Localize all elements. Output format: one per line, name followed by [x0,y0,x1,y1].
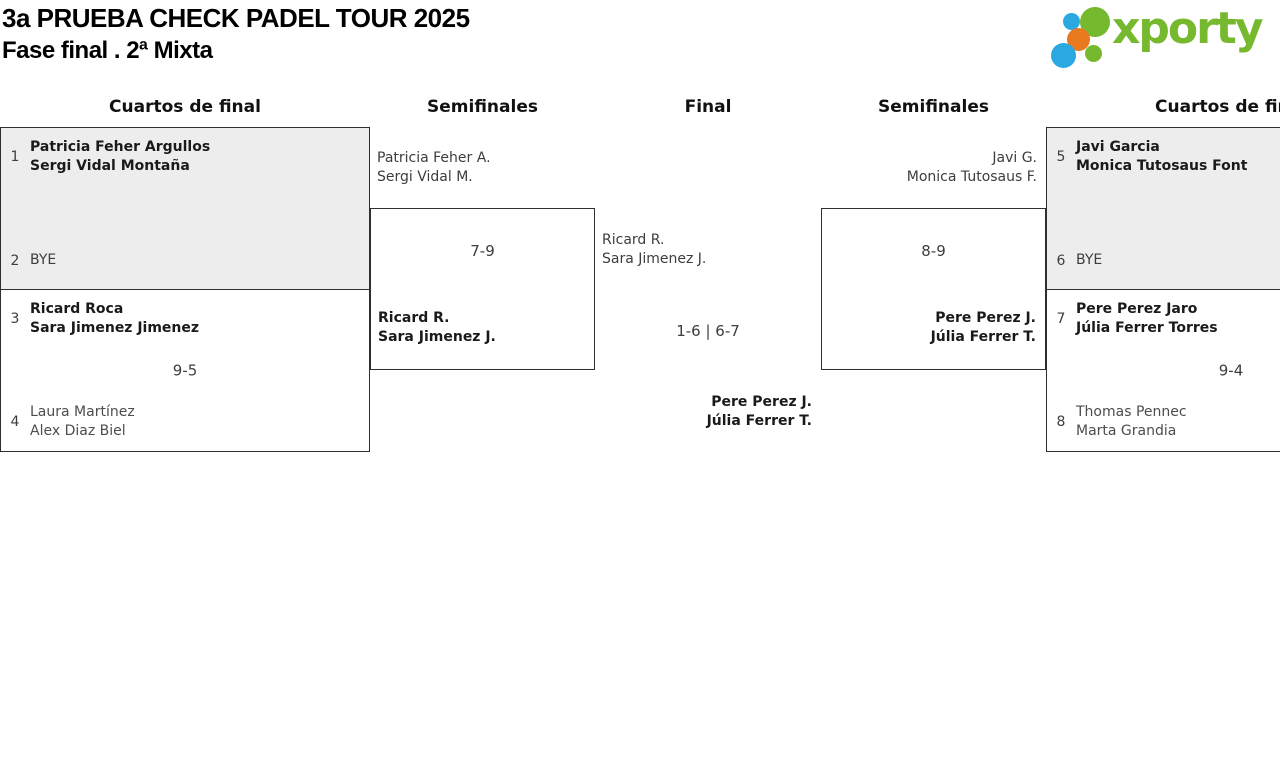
tournament-title: 3a PRUEBA CHECK PADEL TOUR 2025 [2,3,470,33]
match-box-qf2[interactable]: 3 Ricard Roca Sara Jimenez Jimenez 9-5 4… [0,289,370,452]
final-score: 1-6 | 6-7 [676,322,740,340]
match-score: 9-4 [1218,361,1244,379]
sf1-top-team: Patricia Feher A. Sergi Vidal M. [377,149,491,187]
player-name: Patricia Feher Argullos [30,139,211,155]
team-names: Ricard Roca Sara Jimenez Jimenez [30,300,199,338]
team-row: 4 Laura Martínez Alex Diaz Biel [8,403,360,441]
round-header-semifinals-right: Semifinales [878,97,989,117]
final-team-left: Ricard R. Sara Jimenez J. [602,231,706,269]
player-name: Sergi Vidal Montaña [30,158,190,174]
team-names: BYE [30,251,56,270]
team-row: 6 BYE [1054,251,1280,270]
team-row: 2 BYE [8,251,360,270]
match-box-sf1[interactable]: 7-9 Ricard R. Sara Jimenez J. [370,208,595,370]
xporty-logo[interactable]: xporty [1046,0,1280,75]
player-name: Laura Martínez [30,404,135,420]
player-name: Ricard R. [378,310,450,326]
match-score: 7-9 [470,242,495,260]
match-box-qf4[interactable]: 7 Pere Perez Jaro Júlia Ferrer Torres 9-… [1046,289,1280,452]
player-name: Javi G. [992,150,1037,166]
team-names: Javi Garcia Monica Tutosaus Font [1076,138,1247,176]
team-row: 3 Ricard Roca Sara Jimenez Jimenez [8,300,360,338]
seed-number: 5 [1056,149,1066,165]
final-team-right-winner: Pere Perez J. Júlia Ferrer T. [707,393,812,431]
player-name: Thomas Pennec [1076,404,1187,420]
player-name: Sara Jimenez J. [378,329,496,345]
logo-dot-green-small-icon [1085,45,1102,62]
round-header-quarterfinals-left: Cuartos de final [109,97,261,117]
team-row: 7 Pere Perez Jaro Júlia Ferrer Torres [1054,300,1280,338]
player-name: Sara Jimenez J. [602,251,707,267]
team-names: BYE [1076,251,1102,270]
player-name: Monica Tutosaus Font [1076,158,1248,174]
player-name: Marta Grandia [1076,423,1177,439]
player-name: Júlia Ferrer T. [706,413,812,429]
logo-dot-blue-big-icon [1051,43,1076,68]
player-name: Monica Tutosaus F. [906,169,1037,185]
team-row: 8 Thomas Pennec Marta Grandia [1054,403,1280,441]
sf2-top-team: Javi G. Monica Tutosaus F. [907,149,1037,187]
seed-number: 1 [10,149,20,165]
player-name: Sara Jimenez Jimenez [30,320,200,336]
team-names: Patricia Feher Argullos Sergi Vidal Mont… [30,138,210,176]
bye-label: BYE [1076,252,1103,268]
team-names: Ricard R. Sara Jimenez J. [378,309,585,347]
round-header-semifinals-left: Semifinales [427,97,538,117]
match-box-sf2[interactable]: 8-9 Pere Perez J. Júlia Ferrer T. [821,208,1046,370]
match-box-qf3[interactable]: 5 Javi Garcia Monica Tutosaus Font 6 BYE [1046,127,1280,290]
team-row: 5 Javi Garcia Monica Tutosaus Font [1054,138,1280,176]
team-names: Pere Perez J. Júlia Ferrer T. [829,309,1036,347]
player-name: Sergi Vidal M. [377,169,473,185]
player-name: Ricard R. [602,232,665,248]
player-name: Júlia Ferrer T. [930,329,1036,345]
player-name: Alex Diaz Biel [30,423,126,439]
player-name: Pere Perez J. [935,310,1036,326]
round-header-final: Final [684,97,732,117]
match-score: 9-5 [172,361,198,379]
logo-dot-blue-small-icon [1063,13,1080,30]
seed-number: 6 [1056,252,1066,269]
match-score: 8-9 [921,242,946,260]
team-names: Pere Perez Jaro Júlia Ferrer Torres [1076,300,1218,338]
team-names: Laura Martínez Alex Diaz Biel [30,403,135,441]
player-name: Pere Perez J. [711,394,812,410]
logo-dot-orange-icon [1067,28,1090,51]
player-name: Pere Perez Jaro [1076,301,1198,317]
round-header-quarterfinals-right: Cuartos de final [1155,97,1280,117]
logo-wordmark: xporty [1112,3,1264,54]
seed-number: 4 [10,414,20,430]
player-name: Patricia Feher A. [377,150,491,166]
player-name: Ricard Roca [30,301,124,317]
seed-number: 7 [1056,311,1066,327]
match-box-qf1[interactable]: 1 Patricia Feher Argullos Sergi Vidal Mo… [0,127,370,290]
seed-number: 3 [10,311,20,327]
player-name: Júlia Ferrer Torres [1076,320,1218,336]
player-name: Javi Garcia [1076,139,1160,155]
bye-label: BYE [30,252,57,268]
seed-number: 2 [10,252,20,269]
seed-number: 8 [1056,414,1066,430]
team-names: Thomas Pennec Marta Grandia [1076,403,1187,441]
team-row: 1 Patricia Feher Argullos Sergi Vidal Mo… [8,138,360,176]
phase-subtitle: Fase final . 2ª Mixta [2,37,213,64]
